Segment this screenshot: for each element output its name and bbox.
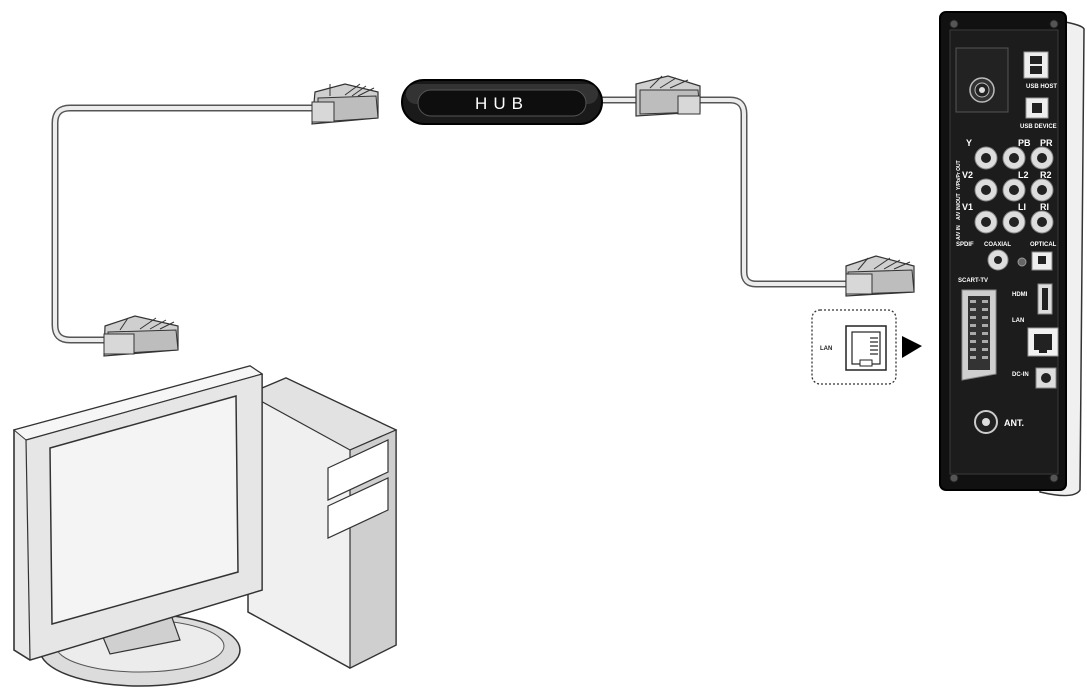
computer-tower (246, 377, 398, 669)
av-l2-label: L2 (1018, 170, 1029, 180)
network-hub: HUB (401, 79, 603, 125)
rj45-plug-computer (103, 315, 179, 357)
comp-pb-label: PB (1018, 138, 1031, 148)
component-jacks (974, 146, 1054, 170)
fan-grill (955, 47, 1009, 113)
side-label-av-in: A/V IN (956, 225, 962, 240)
spdif-label: SPDIF (956, 242, 974, 248)
av-l1-label: LI (1018, 202, 1026, 212)
comp-pr-label: PR (1040, 138, 1053, 148)
usb-device-port (1025, 97, 1049, 119)
optical-label: OPTICAL (1030, 242, 1057, 248)
lan-port-callout: LAN (811, 309, 897, 385)
av-v1-label: V1 (962, 202, 973, 212)
av-r2-label: R2 (1040, 170, 1052, 180)
scart-port (961, 289, 997, 381)
device-lan-port (1027, 327, 1059, 357)
rj45-plug-hub-right (635, 75, 701, 117)
monitor-screen (49, 395, 239, 625)
pointer-arrow-icon (902, 336, 922, 358)
ethernet-cable-computer-to-hub (51, 104, 320, 344)
rj45-plug-hub-left (311, 83, 379, 125)
scart-label: SCART-TV (958, 278, 988, 284)
av2-jacks (974, 178, 1054, 202)
hdmi-port (1037, 283, 1053, 315)
usb-host-port (1023, 51, 1049, 79)
dc-in-port (1035, 367, 1057, 389)
device-lan-label: LAN (1012, 318, 1024, 324)
ethernet-cable-hub-to-device (600, 96, 848, 288)
hdmi-label: HDMI (1012, 292, 1028, 298)
av-r1-label: RI (1040, 202, 1049, 212)
computer-monitor (12, 365, 264, 661)
antenna-jack (974, 410, 998, 434)
callout-lan-label: LAN (820, 346, 832, 352)
media-player-device: USB HOST USB DEVICE Y PB PR V2 L2 R2 V1 … (939, 11, 1085, 497)
desktop-computer (12, 365, 398, 687)
rj45-plug-device (845, 255, 915, 297)
coaxial-label: COAXIAL (984, 242, 1011, 248)
hub-label: HUB (475, 94, 529, 113)
side-label-av-inout: A/V IN/OUT (956, 193, 962, 220)
dc-in-label: DC-IN (1012, 372, 1029, 378)
ant-label: ANT. (1004, 418, 1024, 428)
side-label-ypbpr: Y/Pb/Pr OUT (956, 160, 962, 190)
comp-y-label: Y (966, 138, 972, 148)
lan-port-icon (845, 325, 887, 371)
av-v2-label: V2 (962, 170, 973, 180)
usb-host-label: USB HOST (1026, 84, 1057, 90)
av1-jacks (974, 210, 1054, 234)
usb-device-label: USB DEVICE (1020, 124, 1057, 130)
